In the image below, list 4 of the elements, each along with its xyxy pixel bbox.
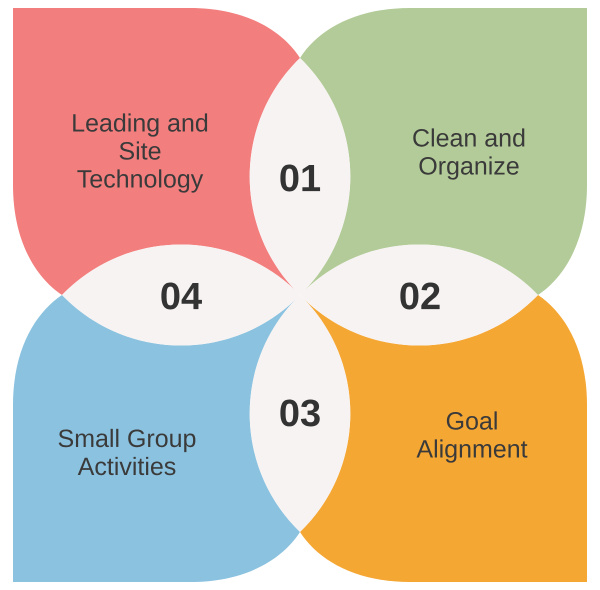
lens: 03 [250, 295, 350, 532]
lens: 04 [62, 244, 300, 346]
lens: 01 [250, 58, 350, 295]
lens: 02 [300, 244, 538, 346]
